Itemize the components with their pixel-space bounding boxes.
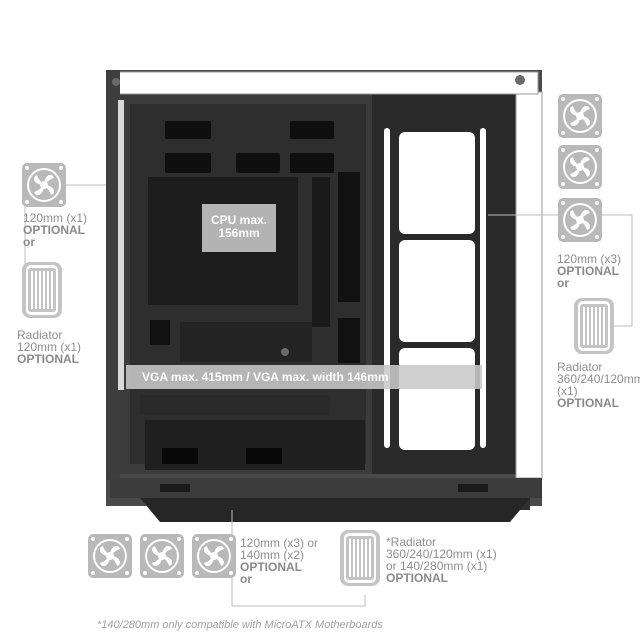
front-fan-icon [558, 94, 602, 138]
bottom-rad-size-b: or 140/280mm (x1) [386, 559, 488, 573]
bottom-or: or [240, 572, 252, 586]
bottom-radiator-icon [340, 530, 380, 586]
front-fan-icon [558, 198, 602, 242]
rear-radiator-label: Radiator 120mm (x1) OPTIONAL [17, 329, 81, 365]
front-radiator-label: Radiator 360/240/120mm (x1) OPTIONAL [557, 361, 640, 409]
front-fan-size: 120mm (x3) [557, 252, 622, 266]
compatibility-footnote: *140/280mm only compatible with MicroATX… [97, 619, 383, 631]
rear-rad-optional: OPTIONAL [17, 352, 79, 366]
front-rad-optional: OPTIONAL [557, 396, 619, 410]
front-or: or [557, 276, 569, 290]
front-fan-icon [558, 145, 602, 189]
front-rad-count: (x1) [557, 384, 578, 398]
bottom-fan-size-b: 140mm (x2) [240, 548, 305, 562]
front-fan-label: 120mm (x3) OPTIONAL or [557, 253, 621, 289]
front-window-3 [399, 348, 475, 450]
rear-rad-size: 120mm (x1) [17, 340, 82, 354]
rear-fan-size: 120mm (x1) [23, 211, 88, 225]
rear-fan-label: 120mm (x1) OPTIONAL or [23, 212, 87, 248]
front-fan-optional: OPTIONAL [557, 264, 619, 278]
rear-fan-icon [22, 163, 66, 207]
bottom-fan-icon [192, 534, 236, 578]
bottom-radiator-label: *Radiator 360/240/120mm (x1) or 140/280m… [386, 536, 497, 584]
rear-fan-optional: OPTIONAL [23, 223, 85, 237]
bottom-fan-label: 120mm (x3) or 140mm (x2) OPTIONAL or [240, 537, 318, 585]
vga-clearance-overlay: VGA max. 415mm / VGA max. width 146mm [126, 365, 482, 389]
rear-radiator-icon [22, 262, 62, 318]
front-glass-panel [515, 91, 543, 479]
bottom-fan-icon [88, 534, 132, 578]
rear-rad-title: Radiator [17, 328, 63, 342]
bottom-fan-size-a: 120mm (x3) or [240, 536, 319, 550]
front-window-2 [399, 240, 475, 342]
cpu-clearance-title: CPU max. [210, 213, 268, 227]
case-base [110, 478, 542, 498]
bottom-fan-icon [140, 534, 184, 578]
cpu-clearance-overlay: CPU max. 156mm [202, 204, 276, 252]
cpu-clearance-value: 156mm [218, 226, 260, 240]
rear-or: or [23, 235, 35, 249]
top-glass-panel [117, 71, 539, 95]
front-rad-title: Radiator [557, 360, 603, 374]
front-rad-size: 360/240/120mm [557, 372, 640, 386]
bottom-rad-size-a: 360/240/120mm (x1) [386, 547, 497, 561]
bottom-rad-optional: OPTIONAL [386, 571, 448, 585]
front-window-1 [399, 132, 475, 234]
bottom-fan-optional: OPTIONAL [240, 560, 302, 574]
bottom-rad-title: *Radiator [386, 535, 437, 549]
front-radiator-icon [574, 298, 614, 354]
